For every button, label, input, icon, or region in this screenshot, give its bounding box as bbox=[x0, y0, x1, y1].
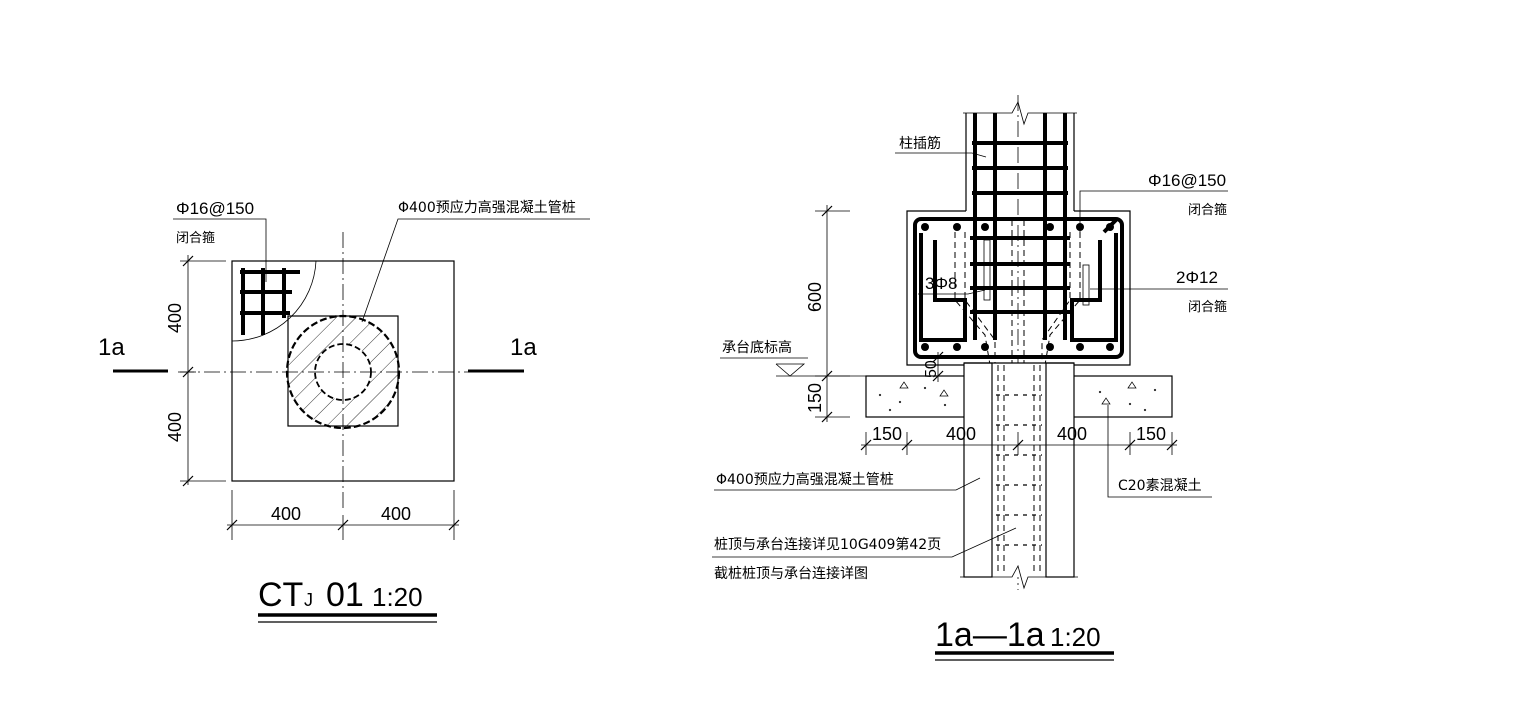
dim-400-right: 400 bbox=[1057, 424, 1087, 444]
column bbox=[963, 100, 1077, 340]
section-view: 柱插筋 Φ16@150 闭合箍 3Φ8 2Φ12 闭合箍 承台底标高 bbox=[712, 95, 1228, 661]
plan-title-main: CT bbox=[258, 576, 303, 614]
section-stirrup-leader bbox=[1079, 190, 1228, 232]
bars-left-leader bbox=[918, 289, 986, 295]
concrete-label: C20素混凝土 bbox=[1118, 478, 1202, 494]
section-mark-right: 1a bbox=[510, 334, 537, 361]
corner-rebar-detail bbox=[231, 260, 317, 342]
plan-stirrup-leader bbox=[173, 218, 267, 282]
plan-dim-horizontal bbox=[226, 490, 460, 540]
plan-title-scale: 1:20 bbox=[372, 582, 423, 612]
bars-right-label: 2Φ12 bbox=[1176, 268, 1218, 287]
section-pile-leader bbox=[714, 477, 981, 491]
section-pile-label: Φ400预应力高强混凝土管桩 bbox=[716, 471, 894, 488]
plan-dim-v-top: 400 bbox=[165, 303, 185, 333]
dim-150-right: 150 bbox=[1136, 424, 1166, 444]
dowel-leader bbox=[895, 152, 987, 158]
plan-title: CT J 01 1:20 bbox=[258, 576, 437, 623]
plan-pile-leader bbox=[361, 218, 590, 323]
section-dim-horizontal bbox=[860, 432, 1178, 455]
plan-dim-v-bottom: 400 bbox=[165, 412, 185, 442]
note-leader bbox=[712, 527, 1017, 558]
dim-600: 600 bbox=[805, 282, 825, 312]
dim-400-left: 400 bbox=[946, 424, 976, 444]
plan-dim-h-left: 400 bbox=[271, 504, 301, 524]
pile-section bbox=[960, 362, 1078, 590]
plan-pile-label: Φ400预应力高强混凝土管桩 bbox=[398, 199, 576, 216]
bars-left-label: 3Φ8 bbox=[925, 274, 957, 293]
dim-50: 50 bbox=[923, 360, 940, 378]
section-mark-left: 1a bbox=[98, 334, 125, 361]
section-stirrup-label: Φ16@150 bbox=[1148, 171, 1226, 190]
dim-150-left: 150 bbox=[872, 424, 902, 444]
plan-stirrup-label: Φ16@150 bbox=[176, 199, 254, 218]
section-title-main: 1a—1a bbox=[935, 616, 1045, 654]
plan-view: 1a 1a Φ16@150 闭合箍 Φ400预应力高强混凝土管桩 bbox=[98, 199, 590, 623]
note-2: 截桩桩顶与承台连接详图 bbox=[714, 565, 868, 582]
section-title-scale: 1:20 bbox=[1050, 622, 1101, 652]
plan-title-num: 01 bbox=[326, 576, 364, 614]
pile-cap bbox=[906, 210, 1131, 366]
dim-150-v: 150 bbox=[805, 383, 825, 413]
section-stirrup-type: 闭合箍 bbox=[1188, 202, 1227, 218]
concrete-leader bbox=[1107, 405, 1212, 498]
section-title: 1a—1a 1:20 bbox=[935, 616, 1114, 661]
elevation-mark bbox=[720, 357, 866, 377]
cap-bottom-elev: 承台底标高 bbox=[722, 339, 792, 356]
plan-dim-vertical bbox=[180, 255, 226, 487]
note-1: 桩顶与承台连接详见10G409第42页 bbox=[714, 536, 941, 553]
bars-right-type: 闭合箍 bbox=[1188, 299, 1227, 315]
plan-stirrup-type: 闭合箍 bbox=[176, 230, 215, 246]
section-dim-vertical bbox=[815, 205, 962, 423]
column-dowel-label: 柱插筋 bbox=[899, 135, 941, 152]
plan-dim-h-right: 400 bbox=[381, 504, 411, 524]
plan-title-sub: J bbox=[304, 590, 313, 610]
